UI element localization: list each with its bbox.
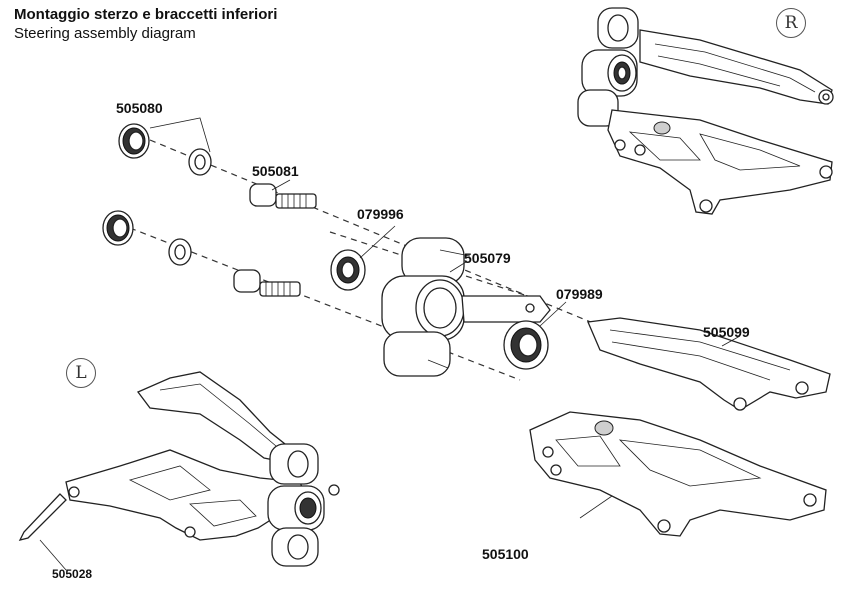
part-505099-upper-arm [587,317,831,411]
part-label-505099: 505099 [703,324,750,340]
part-label-505028: 505028 [52,567,93,581]
part-505079-knuckle [381,237,551,377]
part-label-505081: 505081 [252,163,299,179]
part-079989-bearing [503,301,567,370]
left-arm-assembly [65,371,340,567]
part-505080-lower [102,210,192,266]
part-079996-bearing [330,225,396,291]
part-505080-upper [118,117,212,176]
part-label-079996: 079996 [357,206,404,222]
part-505100-lower-arm [529,411,827,537]
part-label-505080: 505080 [116,100,163,116]
part-505081-studs [233,179,317,297]
side-marker-right: R [776,8,806,38]
part-label-505100: 505100 [482,546,529,562]
part-label-505079: 505079 [464,250,511,266]
part-label-079989: 079989 [556,286,603,302]
diagram-subtitle: Steering assembly diagram [14,25,196,42]
diagram-title: Montaggio sterzo e braccetti inferiori [14,6,278,23]
right-arm-assembly [577,7,834,215]
part-505028-hinge-pin [18,493,67,571]
side-marker-left: L [66,358,96,388]
